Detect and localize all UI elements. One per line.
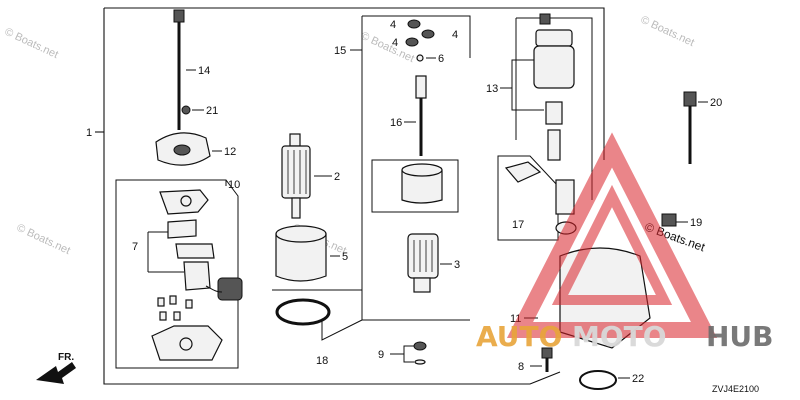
callout-1: 1 [86,127,92,139]
nut-4a [407,19,421,29]
callout-14: 14 [198,65,210,77]
nut-4b [421,29,435,39]
washer-9 [414,359,426,365]
callout-16: 16 [390,117,402,129]
callout-8: 8 [518,361,524,373]
armature-windings [287,150,307,194]
seal-ring [275,298,331,326]
front-arrow-icon [36,362,76,384]
watermark-top-right: © Boats.net [639,14,696,49]
callout-17: 17 [512,219,524,231]
logo-text-auto: AUTO [476,320,562,353]
solenoid-cap [535,29,573,47]
callout-4b: 4 [452,29,458,41]
callout-2: 2 [334,171,340,183]
callout-15: 15 [334,45,346,57]
callout-9: 9 [378,349,384,361]
nut-9 [413,341,427,351]
shaft-gear-top [415,75,427,99]
callout-6: 6 [438,53,444,65]
callout-18: 18 [316,355,328,367]
diagram-code: ZVJ4E2100 [712,384,759,394]
watermark-top-left: © Boats.net [3,26,60,61]
callout-bracket-13 [500,59,544,111]
solenoid-plunger [547,129,561,161]
callout-20: 20 [710,97,722,109]
callout-bracket-9 [390,345,414,363]
clutch-box [371,159,459,213]
solenoid-body [533,45,575,89]
pinion-stop [413,277,431,293]
callout-4a: 4 [390,19,396,31]
armature-commutator-top [289,133,301,147]
brush-holder-top [167,219,197,239]
assembly-frame [103,7,605,385]
logo-triangle-icon [506,132,718,338]
solenoid-nut [539,13,551,25]
front-label: FR. [58,352,74,363]
watermark-mid-left: © Boats.net [15,222,72,257]
callout-13: 13 [486,83,498,95]
callout-7: 7 [132,241,138,253]
brush-terminal [217,277,243,301]
armature-shaft [291,197,301,219]
gasket-hole [180,195,192,207]
logo-text-hub: HUB [706,320,774,353]
pinion-teeth [413,240,433,272]
solenoid-spring [545,101,563,125]
callout-19: 19 [690,217,702,229]
callout-bracket-7 [147,231,184,273]
nut-4c [405,37,419,47]
brush-lead [205,285,223,293]
callout-4c: 4 [392,37,398,49]
callout-5: 5 [342,251,348,263]
brush-springs [157,295,193,321]
ring-6 [416,54,424,62]
bolt-20-head [683,91,697,107]
yoke-rim [275,225,327,243]
callout-12: 12 [224,146,236,158]
automotohub-logo [506,132,718,338]
through-bolt-head [173,9,185,23]
brush-plate-hole [179,337,193,351]
screw-21 [181,105,191,115]
logo-text-moto: MOTO [572,320,667,353]
brush-holder-mid [175,243,215,259]
callout-bracket-18 [272,289,363,341]
callout-3: 3 [454,259,460,271]
shift-lever [504,161,542,183]
clutch-housing-rim [401,163,443,177]
callout-11: 11 [510,313,521,325]
logo-triangle-inner-icon [551,184,673,305]
watermark-top-center: © Boats.net [359,30,416,65]
callout-10: 10 [228,179,240,191]
o-ring-22 [579,370,617,390]
dowel-19 [661,213,677,227]
pinion-gear [407,233,439,279]
callout-21: 21 [206,105,218,117]
lever-holder [555,179,575,215]
rear-cover-bushing [173,144,191,156]
callout-22: 22 [632,373,644,385]
